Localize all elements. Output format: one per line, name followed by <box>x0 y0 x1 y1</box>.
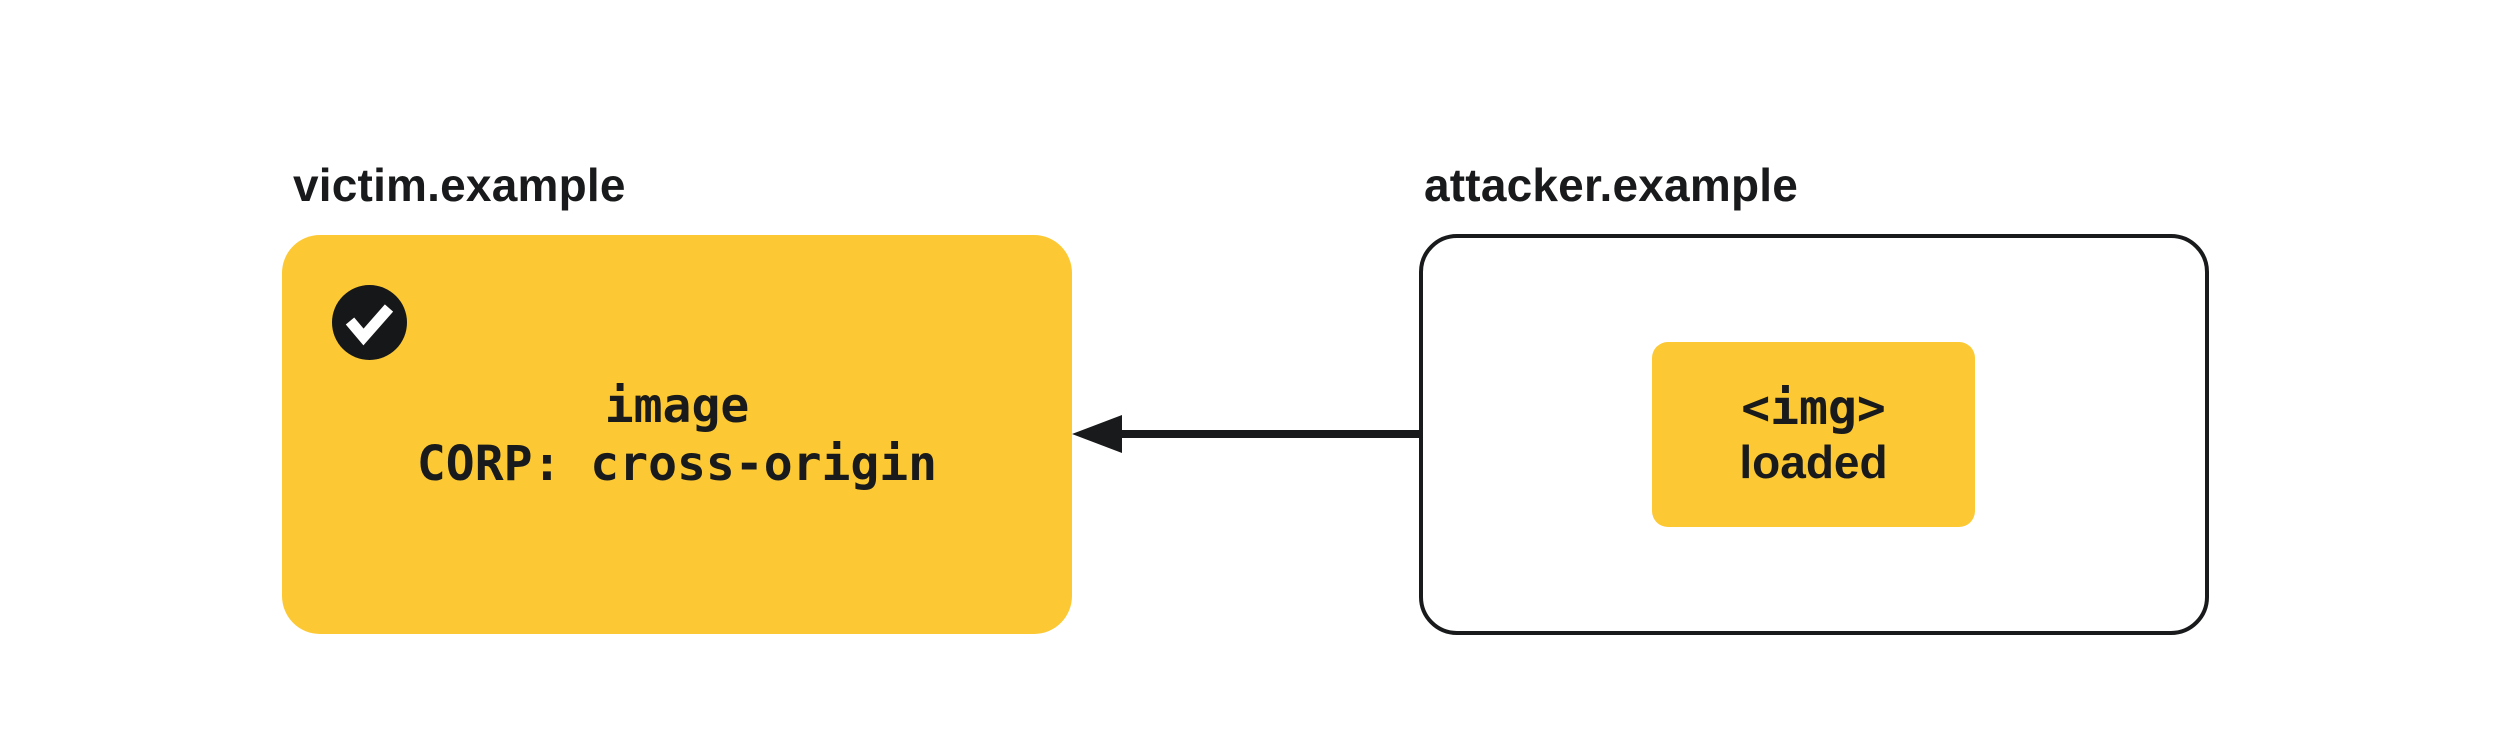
check-circle-icon <box>332 285 407 360</box>
victim-corp-line: CORP: cross-origin <box>416 435 938 492</box>
victim-box: image CORP: cross-origin <box>282 235 1072 634</box>
victim-domain-label: victim.example <box>293 159 626 211</box>
victim-resource-line: image <box>604 377 750 434</box>
img-loaded-badge: <img> loaded <box>1652 342 1975 527</box>
attacker-domain-label: attacker.example <box>1424 159 1799 211</box>
img-status-line: loaded <box>1739 435 1888 488</box>
img-tag-line: <img> <box>1741 379 1886 436</box>
